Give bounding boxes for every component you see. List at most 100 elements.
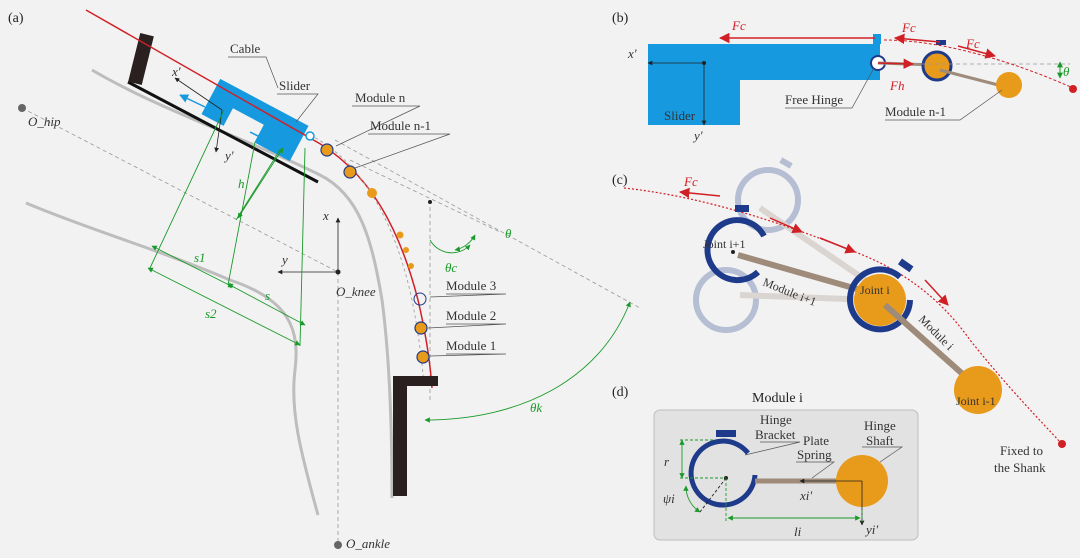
leader-lines-a: [228, 56, 507, 357]
thigh-outline-upper: [91, 68, 394, 499]
hinge-bracket-ring: [688, 438, 758, 508]
slider-y-axis-label: y′: [223, 148, 234, 163]
fc-arrow-right-b: [957, 45, 997, 59]
module-chain-arc: [309, 134, 425, 386]
module-i1-label: Module i+1: [761, 275, 819, 309]
module-dot-3: [403, 247, 409, 253]
joint-i-tab: [897, 258, 914, 273]
knee-x-axis-label: x: [322, 208, 329, 223]
module-1-label: Module 1: [446, 338, 496, 353]
fc-arrow-c: [678, 187, 721, 199]
fc-arrow-left-b: [893, 33, 941, 45]
cable-arrow-c2: [819, 237, 856, 254]
o-knee-label: O_knee: [336, 284, 376, 299]
module-dot-4: [408, 263, 414, 269]
module-dot-1: [367, 188, 377, 198]
hinge-shaft-label-1: Hinge: [864, 418, 896, 433]
joint-i1-label: Joint i+1: [703, 237, 745, 251]
hip-bracket: [128, 33, 154, 85]
hinge-shaft-label-2: Shaft: [866, 433, 894, 448]
slider-arrow-left: [179, 94, 206, 108]
slider-b-origin: [702, 61, 706, 65]
panel-d: (d) Module i xi′ yi′ r ψi li: [612, 385, 919, 541]
dim-h-label: h: [238, 176, 245, 191]
cable-bend-point: [428, 200, 432, 204]
shank-bracket-top: [393, 376, 438, 386]
psi-label: ψi: [663, 491, 675, 506]
hinge-bracket-label-1: Hinge: [760, 412, 792, 427]
joint-i1-tab: [735, 205, 749, 212]
plate-spring-label-1: Plate: [803, 433, 829, 448]
shank-bracket: [393, 378, 407, 496]
fc-label-3: Fc: [965, 36, 980, 51]
hinge-bracket-label-2: Bracket: [755, 427, 796, 442]
o-ankle-label: O_ankle: [346, 536, 390, 551]
module-n-label: Module n: [355, 90, 406, 105]
slider-tab-b: [873, 34, 881, 44]
ankle-point: [334, 541, 342, 549]
fc-cable-curve: [883, 39, 1074, 89]
panel-a-label: (a): [8, 11, 24, 26]
theta-label: θ: [505, 226, 512, 241]
joint-i1-center: [731, 250, 735, 254]
thigh-outline-lower: [25, 201, 320, 516]
theta-c-label: θc: [445, 260, 457, 275]
cable-arrow-c1: [769, 217, 803, 234]
slider-label: Slider: [279, 78, 311, 93]
dim-s2-label: s2: [205, 306, 217, 321]
panel-a: (a) x′ y′: [8, 9, 641, 551]
cable-curve-c: [623, 187, 1061, 443]
cable-label: Cable: [230, 41, 261, 56]
thigh-extension-dashed-line: [334, 139, 641, 309]
slider-block-b: [648, 44, 880, 125]
x-i-label: xi′: [799, 488, 812, 503]
module-3-label: Module 3: [446, 278, 496, 293]
slider-x-axis: [174, 77, 223, 111]
slider-b-text: Slider: [664, 108, 696, 123]
fixed-point-c: [1058, 440, 1066, 448]
joint-im1-disc: [954, 366, 1002, 414]
module-1-joint: [416, 350, 430, 364]
panel-b: (b) x′ y′ Slider Fc Fc Fc Fh θ F: [612, 11, 1077, 143]
panel-c-label: (c): [612, 173, 628, 188]
module-dot-2: [396, 231, 404, 239]
fixed-label-1: Fixed to: [1000, 443, 1043, 458]
joint-im1-label: Joint i-1: [956, 394, 996, 408]
module-n1-link-b: [939, 68, 1007, 89]
theta-label-b: θ: [1063, 64, 1070, 79]
fh-arrow-b: [877, 58, 915, 69]
module-2-label: Module 2: [446, 308, 496, 323]
slider-block: [201, 78, 309, 162]
slider-b-x-label: x′: [627, 46, 637, 61]
plate-spring-label-2: Spring: [797, 447, 832, 462]
cable-end-point-b: [1069, 85, 1077, 93]
slider-x-axis-label: x′: [171, 64, 181, 79]
free-hinge-label: Free Hinge: [785, 92, 843, 107]
leader-lines-d: [744, 441, 904, 479]
module-n1-label-b: Module n-1: [885, 104, 946, 119]
slider-b-y-label: y′: [692, 128, 703, 143]
dimension-lines: [147, 109, 631, 423]
module-n1-joint-b: [996, 72, 1022, 98]
fc-label-c: Fc: [683, 174, 698, 189]
module-n1-joint: [343, 165, 357, 179]
panel-b-label: (b): [612, 11, 629, 26]
module-n-tab-b: [936, 40, 946, 45]
y-i-label: yi′: [864, 522, 878, 537]
knee-y-axis-label: y: [280, 252, 288, 267]
leader-lines-b: [785, 67, 1003, 121]
theta-k-label: θk: [530, 400, 542, 415]
hip-point: [18, 104, 26, 112]
module-n1-label: Module n-1: [370, 118, 431, 133]
fc-label-1: Fc: [731, 18, 746, 33]
thigh-bar: [127, 80, 319, 184]
l-label: li: [794, 524, 802, 539]
module-2-joint: [414, 321, 428, 335]
panel-d-label: (d): [612, 385, 629, 400]
dim-s1-label: s1: [194, 250, 206, 265]
fh-label: Fh: [889, 78, 904, 93]
dim-s-label: s: [265, 288, 270, 303]
fixed-label-2: the Shank: [994, 460, 1046, 475]
panel-d-title: Module i: [752, 391, 803, 406]
